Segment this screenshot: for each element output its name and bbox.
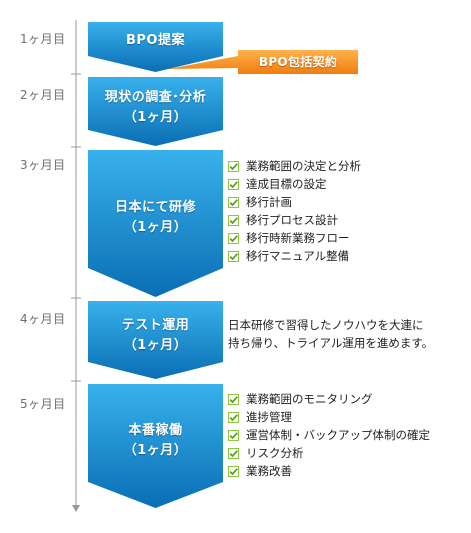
step-label-bpo-proposal: BPO提案 <box>88 31 223 51</box>
training-checklist: 業務範囲の決定と分析 達成目標の設定 移行計画 移行プロセス設計 移行時新業務フ… <box>228 157 361 265</box>
step-shape-test-run <box>88 301 223 379</box>
checkbox-checked-icon <box>228 160 239 172</box>
list-item: 業務改善 <box>228 462 430 480</box>
timeline-arrow-head <box>72 505 80 512</box>
checkbox-checked-icon <box>228 465 239 477</box>
checkbox-checked-icon <box>228 232 239 244</box>
list-item-label: 移行時新業務フロー <box>246 231 350 245</box>
step-shape-training <box>88 150 223 297</box>
step-shape-production <box>88 384 223 508</box>
step-title: 本番稼働 <box>128 423 183 438</box>
test-run-note: 日本研修で習得したノウハウを大連に 持ち帰り、トライアル運用を進めます。 <box>228 316 468 352</box>
step-duration: （1ヶ月） <box>123 110 188 125</box>
step-title: 日本にて研修 <box>114 200 196 215</box>
step-duration: （1ヶ月） <box>123 220 188 235</box>
checkbox-checked-icon <box>228 178 239 190</box>
list-item: 業務範囲の決定と分析 <box>228 157 361 175</box>
note-line: 持ち帰り、トライアル運用を進めます。 <box>228 336 434 350</box>
contract-callout-shape <box>168 50 358 74</box>
list-item: 移行時新業務フロー <box>228 229 361 247</box>
list-item-label: リスク分析 <box>246 446 304 460</box>
list-item-label: 業務範囲の決定と分析 <box>246 159 361 173</box>
note-line: 日本研修で習得したノウハウを大連に <box>228 318 424 332</box>
list-item-label: 移行プロセス設計 <box>246 213 338 227</box>
checkbox-checked-icon <box>228 429 239 441</box>
list-item: リスク分析 <box>228 444 430 462</box>
list-item-label: 運営体制・バックアップ体制の確定 <box>246 428 430 442</box>
checkbox-checked-icon <box>228 411 239 423</box>
step-label-training: 日本にて研修 （1ヶ月） <box>88 198 223 238</box>
list-item-label: 進捗管理 <box>246 410 292 424</box>
checkbox-checked-icon <box>228 214 239 226</box>
list-item: 移行マニュアル整備 <box>228 247 361 265</box>
checkbox-checked-icon <box>228 196 239 208</box>
month-label-4: 4ヶ月目 <box>20 312 66 326</box>
list-item-label: 業務範囲のモニタリング <box>246 392 373 406</box>
step-duration: （1ヶ月） <box>123 443 188 458</box>
list-item: 進捗管理 <box>228 408 430 426</box>
contract-label: BPO包括契約 <box>258 55 338 69</box>
checkbox-checked-icon <box>228 447 239 459</box>
month-label-5: 5ヶ月目 <box>20 397 66 411</box>
list-item: 運営体制・バックアップ体制の確定 <box>228 426 430 444</box>
checkbox-checked-icon <box>228 250 239 262</box>
step-shape-survey <box>88 77 223 146</box>
step-duration: （1ヶ月） <box>123 338 188 353</box>
step-title: テスト運用 <box>121 318 190 333</box>
step-label-survey: 現状の調査･分析 （1ヶ月） <box>88 88 223 128</box>
step-title: BPO提案 <box>126 33 185 48</box>
month-label-3: 3ヶ月目 <box>20 158 66 172</box>
step-label-production: 本番稼働 （1ヶ月） <box>88 421 223 461</box>
list-item-label: 移行マニュアル整備 <box>246 249 350 263</box>
step-shape-bpo-proposal <box>88 22 223 72</box>
list-item: 移行計画 <box>228 193 361 211</box>
list-item: 移行プロセス設計 <box>228 211 361 229</box>
checkbox-checked-icon <box>228 393 239 405</box>
step-label-test-run: テスト運用 （1ヶ月） <box>88 316 223 356</box>
list-item-label: 業務改善 <box>246 464 292 478</box>
production-checklist: 業務範囲のモニタリング 進捗管理 運営体制・バックアップ体制の確定 リスク分析 … <box>228 390 430 480</box>
list-item-label: 達成目標の設定 <box>246 177 327 191</box>
list-item: 達成目標の設定 <box>228 175 361 193</box>
step-title: 現状の調査･分析 <box>104 90 207 105</box>
month-label-1: 1ヶ月目 <box>20 32 66 46</box>
month-label-2: 2ヶ月目 <box>20 88 66 102</box>
list-item: 業務範囲のモニタリング <box>228 390 430 408</box>
list-item-label: 移行計画 <box>246 195 292 209</box>
